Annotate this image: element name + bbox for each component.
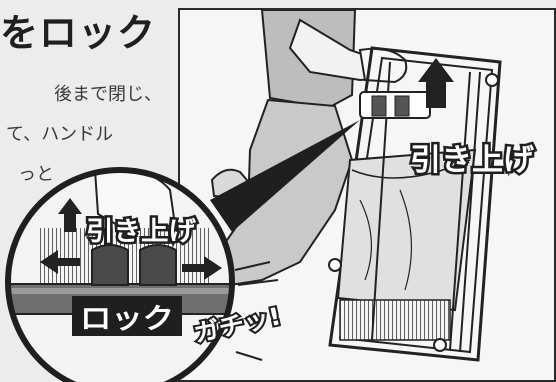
stroller-frame (328, 46, 502, 362)
pull-up-label-main: 引き上げ (410, 143, 535, 178)
pull-up-label-inset: 引き上げ (86, 217, 197, 247)
section-title: をロック (0, 11, 157, 55)
instruction-line-3: っと (18, 164, 54, 185)
right-arrow-icon (182, 256, 222, 280)
callout-pointer (210, 120, 360, 232)
lock-label: ロック (80, 302, 174, 335)
main-scene: 引き上げ (210, 10, 538, 362)
left-arrow-icon (40, 250, 80, 274)
instruction-line-1: 後まで閉じ、 (54, 84, 162, 105)
up-arrow-inset-icon (58, 198, 82, 232)
up-arrow-main-icon (418, 58, 454, 108)
detail-inset: 引き上げ ロック (5, 167, 235, 382)
instruction-line-2: て、ハンドル (6, 124, 114, 145)
